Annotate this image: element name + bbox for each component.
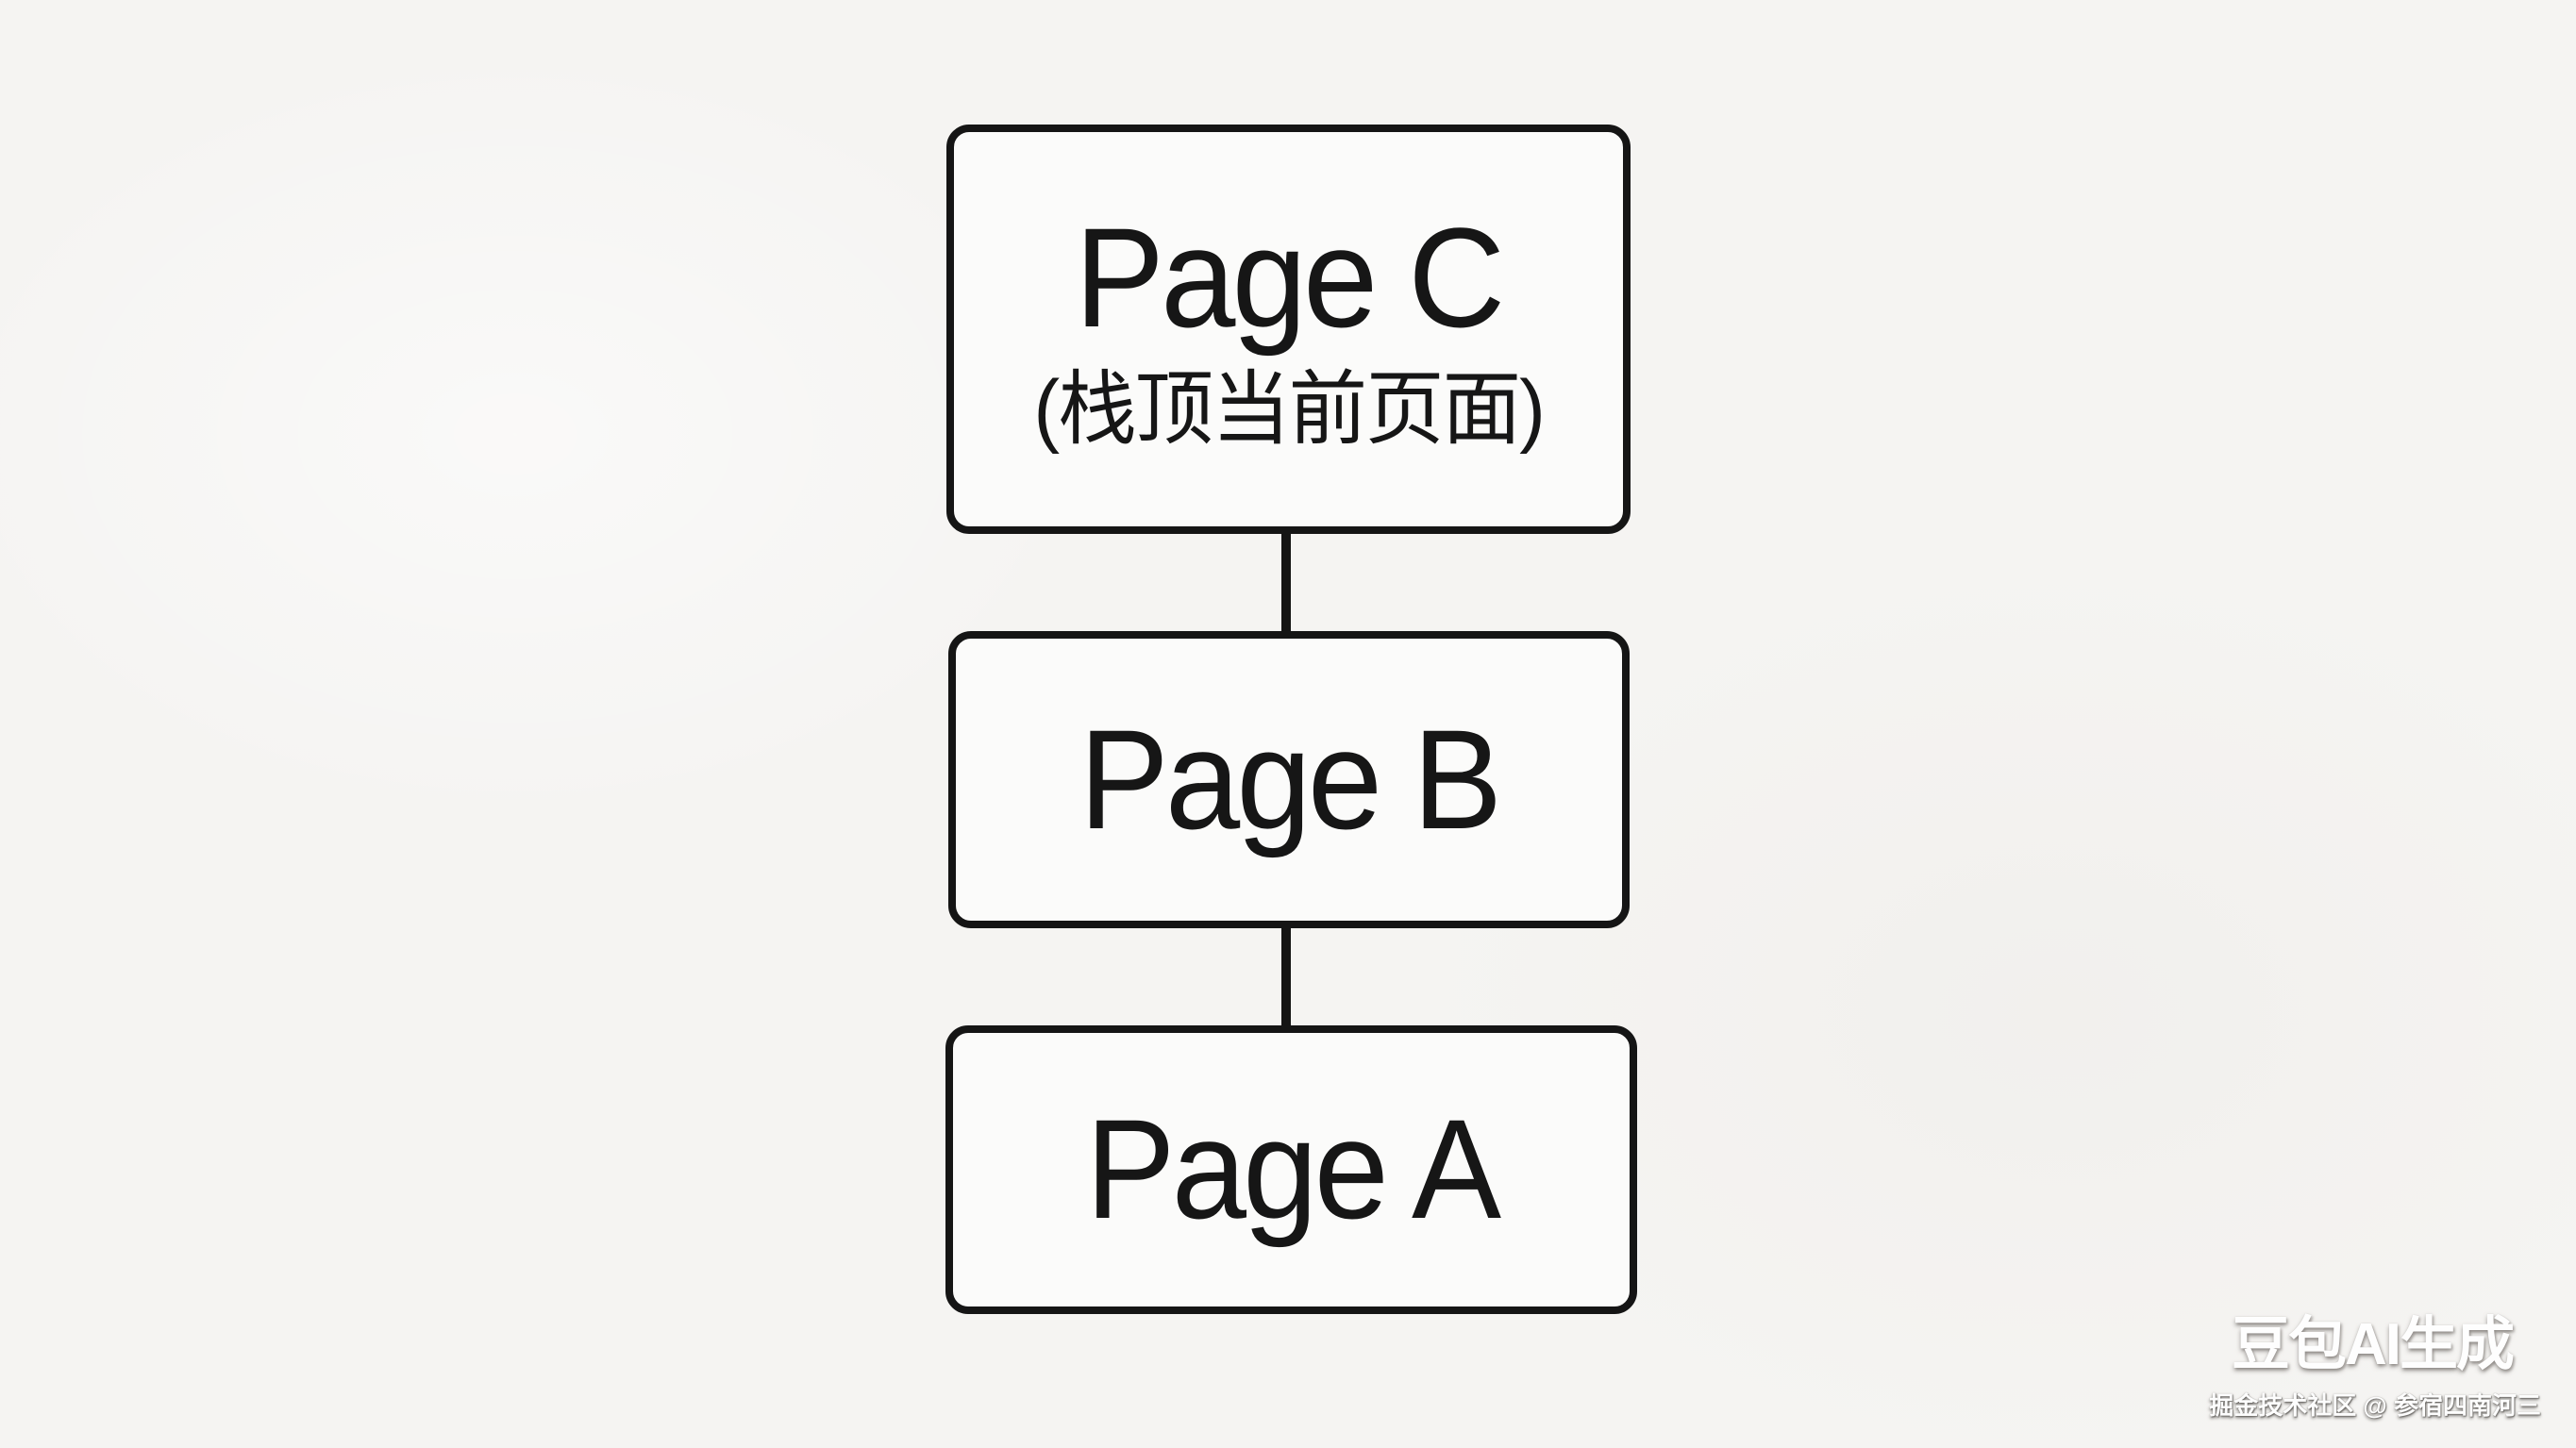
watermark-credit: 掘金技术社区 @ 参宿四南河三	[2209, 1391, 2541, 1420]
page-b-box: Page B	[948, 631, 1630, 928]
page-c-subtitle: (栈顶当前页面)	[1033, 364, 1546, 456]
connector-line-bottom	[1281, 923, 1291, 1032]
connector-line-top	[1281, 528, 1291, 638]
page-a-box: Page A	[945, 1025, 1637, 1314]
watermark: 豆包AI生成 掘金技术社区 @ 参宿四南河三	[2209, 1296, 2541, 1422]
page-c-title: Page C	[1075, 197, 1505, 357]
page-a-title: Page A	[1085, 1090, 1501, 1249]
page-c-box: Page C (栈顶当前页面)	[946, 125, 1631, 534]
watermark-brand: 豆包AI生成	[2231, 1312, 2515, 1377]
page-b-title: Page B	[1079, 699, 1502, 858]
